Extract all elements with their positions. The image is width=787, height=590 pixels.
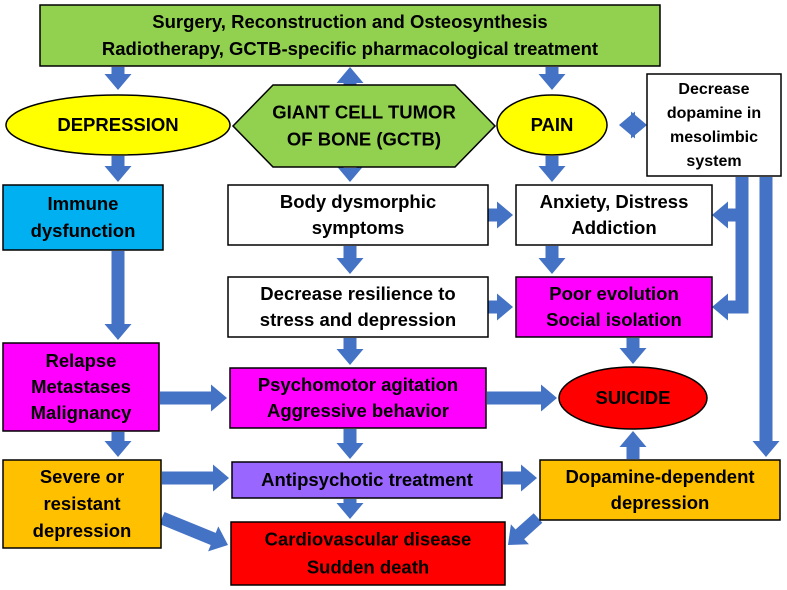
- dopamine-decrease-shape: [646, 73, 782, 177]
- suicide-node: SUICIDE: [558, 366, 708, 430]
- arrow-5: [104, 156, 132, 182]
- arrow-23: [159, 512, 228, 552]
- suicide-shape: [558, 366, 708, 430]
- depression-shape: [5, 94, 231, 156]
- treatment-line-1: Surgery, Reconstruction and Osteosynthes…: [152, 11, 547, 32]
- psychomotor-shape: [229, 367, 487, 429]
- arrows-layer: [104, 67, 780, 552]
- arrow-10: [538, 246, 566, 274]
- immune-line-1: Immune: [48, 193, 119, 214]
- arrow-17: [619, 431, 647, 459]
- antipsychotic-shape: [231, 461, 503, 499]
- cardio-shape: [230, 521, 506, 586]
- arrow-9: [336, 246, 364, 274]
- severe-node: Severe or resistant depression: [2, 459, 162, 549]
- anxiety-shape: [515, 184, 713, 246]
- dopamine-dependent-node: Dopamine-dependent depression: [539, 459, 781, 521]
- immune-shape: [2, 184, 164, 251]
- arrow-25: [752, 177, 780, 457]
- dopamine-dependent-shape: [539, 459, 781, 521]
- dopamine-dependent-line-1: Dopamine-dependent: [565, 466, 754, 487]
- cardio-line-2: Sudden death: [307, 556, 429, 577]
- pain-shape: [496, 94, 608, 156]
- psychomotor-line-1: Psychomotor agitation: [258, 374, 458, 395]
- severe-line-2: resistant: [43, 493, 120, 514]
- arrow-elbow-poor: [712, 293, 749, 321]
- arrow-24: [508, 513, 543, 545]
- arrow-16: [619, 338, 647, 364]
- body-dysmorphic-line-2: symptoms: [312, 217, 405, 238]
- dopamine-decrease-node: Decrease dopamine in mesolimbic system: [646, 73, 782, 177]
- psychomotor-line-2: Aggressive behavior: [267, 400, 449, 421]
- arrow-15: [487, 384, 557, 412]
- antipsychotic-node: Antipsychotic treatment: [231, 461, 503, 499]
- relapse-line-1: Relapse: [46, 350, 117, 371]
- gctb-node: GIANT CELL TUMOR OF BONE (GCTB): [231, 84, 497, 168]
- treatment-node: Surgery, Reconstruction and Osteosynthes…: [39, 4, 661, 67]
- suicide-line-1: SUICIDE: [595, 387, 670, 408]
- arrow-2: [336, 67, 364, 92]
- antipsychotic-line-1: Antipsychotic treatment: [261, 469, 473, 490]
- resilience-node: Decrease resilience to stress and depress…: [227, 276, 489, 338]
- dopamine-decrease-line-3: mesolimbic: [670, 129, 758, 146]
- arrow-4: [619, 111, 647, 139]
- treatment-line-2: Radiotherapy, GCTB-specific pharmacologi…: [102, 38, 598, 59]
- immune-node: Immune dysfunction: [2, 184, 164, 251]
- poor-evolution-shape: [515, 276, 713, 338]
- relapse-shape: [2, 342, 160, 432]
- gctb-shape: [231, 84, 497, 168]
- dopamine-decrease-line-4: system: [686, 153, 741, 170]
- arrow-12: [336, 338, 364, 365]
- arrow-22: [336, 499, 364, 519]
- body-dysmorphic-node: Body dysmorphic symptoms: [227, 184, 489, 246]
- resilience-shape: [227, 276, 489, 338]
- boxes-layer: Surgery, Reconstruction and Osteosynthes…: [2, 4, 782, 586]
- arrow-18: [104, 432, 132, 457]
- arrow-11: [488, 293, 513, 321]
- severe-line-3: depression: [33, 520, 132, 541]
- depression-line-1: DEPRESSION: [57, 114, 178, 135]
- pain-line-1: PAIN: [531, 114, 574, 135]
- anxiety-line-1: Anxiety, Distress: [540, 191, 689, 212]
- poor-evolution-line-1: Poor evolution: [549, 283, 679, 304]
- treatment-shape: [39, 4, 661, 67]
- immune-line-2: dysfunction: [31, 220, 136, 241]
- depression-node: DEPRESSION: [5, 94, 231, 156]
- relapse-line-3: Malignancy: [31, 402, 132, 423]
- dopamine-dependent-line-2: depression: [611, 492, 710, 513]
- body-dysmorphic-line-1: Body dysmorphic: [280, 191, 436, 212]
- arrow-7: [538, 156, 566, 182]
- poor-evolution-line-2: Social isolation: [546, 309, 682, 330]
- cardio-line-1: Cardiovascular disease: [265, 528, 472, 549]
- arrow-13: [104, 251, 132, 340]
- anxiety-line-2: Addiction: [571, 217, 656, 238]
- arrow-21: [503, 464, 537, 492]
- resilience-line-2: stress and depression: [260, 309, 456, 330]
- arrow-elbow-anxiety: [712, 201, 749, 229]
- arrow-8: [488, 201, 513, 229]
- arrow-6: [336, 166, 364, 182]
- severe-line-1: Severe or: [40, 466, 124, 487]
- arrow-20: [162, 464, 229, 492]
- severe-shape: [2, 459, 162, 549]
- gctb-line-2: OF BONE (GCTB): [287, 128, 441, 149]
- body-dysmorphic-shape: [227, 184, 489, 246]
- relapse-line-2: Metastases: [31, 376, 131, 397]
- dopamine-decrease-line-2: dopamine in: [667, 105, 761, 122]
- elbow-poor-vertical: [735, 215, 749, 314]
- pain-node: PAIN: [496, 94, 608, 156]
- arrow-3: [538, 67, 566, 90]
- arrow-14: [160, 384, 227, 412]
- gctb-line-1: GIANT CELL TUMOR: [272, 101, 456, 122]
- dopamine-decrease-line-1: Decrease: [678, 81, 749, 98]
- resilience-line-1: Decrease resilience to: [260, 283, 455, 304]
- arrow-1: [104, 67, 132, 90]
- arrow-19: [336, 429, 364, 459]
